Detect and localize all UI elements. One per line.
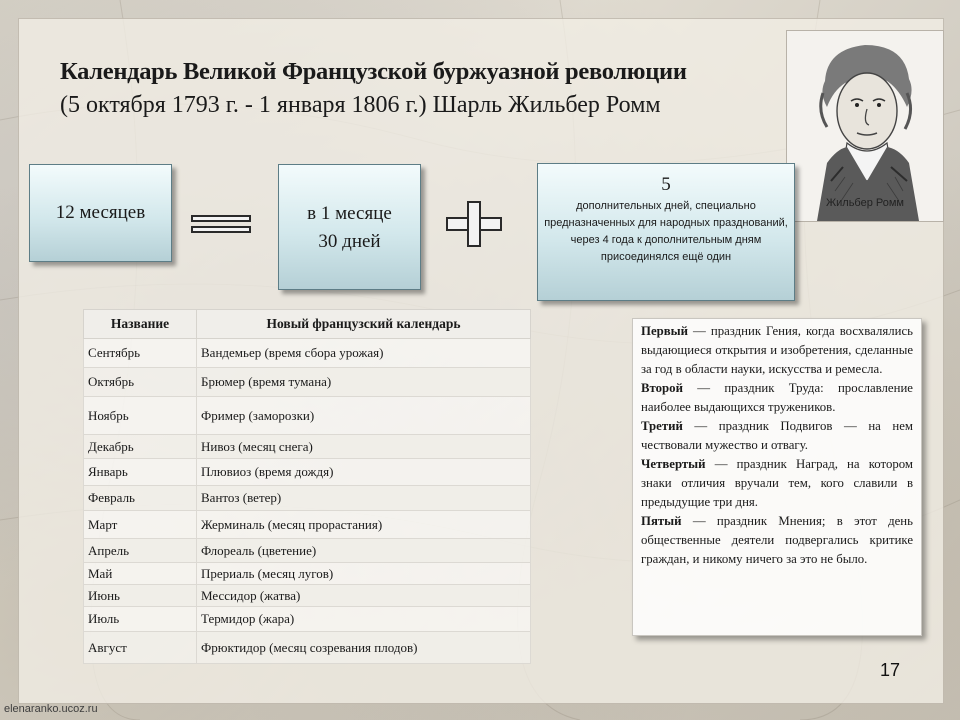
holiday-item: Пятый — праздник Мнения; в этот день общ… [641, 512, 913, 569]
plus-sign [446, 201, 502, 247]
holiday-item: Второй — праздник Труда: прославление на… [641, 379, 913, 417]
new-month-cell: Вантоз (ветер) [196, 485, 531, 511]
holiday-day-label: Четвертый [641, 457, 706, 471]
page-number: 17 [880, 660, 901, 680]
slide-subtitle: (5 октября 1793 г. - 1 января 1806 г.) Ш… [60, 92, 661, 118]
old-month-cell: Июль [83, 606, 197, 632]
new-month-cell: Фрюктидор (месяц созревания плодов) [196, 631, 531, 664]
months-count-box: 12 месяцев [29, 164, 172, 262]
holidays-note: Первый — праздник Гения, когда восхвалял… [632, 318, 922, 636]
equals-sign [191, 213, 251, 235]
new-month-cell: Вандемьер (время сбора урожая) [196, 338, 531, 368]
old-month-cell: Октябрь [83, 367, 197, 397]
extra-days-text: дополнительных дней, специально предназн… [544, 200, 788, 263]
days-per-month-box: в 1 месяце 30 дней [278, 164, 421, 290]
slide-title: Календарь Великой Французской буржуазной… [60, 58, 687, 85]
new-month-cell: Мессидор (жатва) [196, 584, 531, 607]
new-month-cell: Фример (заморозки) [196, 396, 531, 435]
portrait-caption: Жильбер Ромм [825, 197, 904, 209]
old-month-cell: Ноябрь [83, 396, 197, 435]
old-month-cell: Май [83, 562, 197, 585]
holiday-description: — праздник Мнения; в этот день обществен… [641, 514, 913, 566]
new-month-cell: Прериаль (месяц лугов) [196, 562, 531, 585]
old-month-cell: Апрель [83, 538, 197, 563]
new-month-cell: Плювиоз (время дождя) [196, 458, 531, 486]
header-new-calendar: Новый французский календарь [196, 309, 531, 339]
new-month-cell: Жерминаль (месяц прорастания) [196, 510, 531, 539]
new-month-cell: Флореаль (цветение) [196, 538, 531, 563]
old-month-cell: Март [83, 510, 197, 539]
new-month-cell: Брюмер (время тумана) [196, 367, 531, 397]
source-watermark: elenaranko.ucoz.ru [4, 703, 98, 715]
holiday-day-label: Второй [641, 381, 683, 395]
holiday-description: — праздник Наград, на котором знаки отли… [641, 457, 913, 509]
days-per-month-line1: в 1 месяце [307, 203, 392, 224]
calendar-table: Название Новый французский календарь Сен… [83, 309, 531, 664]
holiday-item: Третий — праздник Подвигов — на нем чест… [641, 417, 913, 455]
table-header-row: Название Новый французский календарь [83, 309, 531, 339]
holiday-description: — праздник Гения, когда восхвалялись выд… [641, 324, 913, 376]
portrait-drawing [817, 45, 919, 221]
holiday-day-label: Пятый [641, 514, 682, 528]
holiday-description: — праздник Подвигов — на нем чествовали … [641, 419, 913, 452]
days-per-month-line2: 30 дней [318, 231, 381, 252]
old-month-cell: Сентябрь [83, 338, 197, 368]
old-month-cell: Декабрь [83, 434, 197, 459]
header-old-month: Название [83, 309, 197, 339]
new-month-cell: Нивоз (месяц снега) [196, 434, 531, 459]
holiday-day-label: Третий [641, 419, 683, 433]
new-month-cell: Термидор (жара) [196, 606, 531, 632]
old-month-cell: Февраль [83, 485, 197, 511]
portrait-image: Жильбер Ромм [786, 30, 944, 222]
holiday-day-label: Первый [641, 324, 689, 338]
holiday-description: — праздник Труда: прославление наиболее … [641, 381, 913, 414]
holiday-item: Первый — праздник Гения, когда восхвалял… [641, 322, 913, 379]
old-month-cell: Июнь [83, 584, 197, 607]
extra-days-box: 5 дополнительных дней, специально предна… [537, 163, 795, 301]
holiday-item: Четвертый — праздник Наград, на котором … [641, 455, 913, 512]
old-month-cell: Август [83, 631, 197, 664]
extra-days-number: 5 [661, 174, 671, 195]
old-month-cell: Январь [83, 458, 197, 486]
